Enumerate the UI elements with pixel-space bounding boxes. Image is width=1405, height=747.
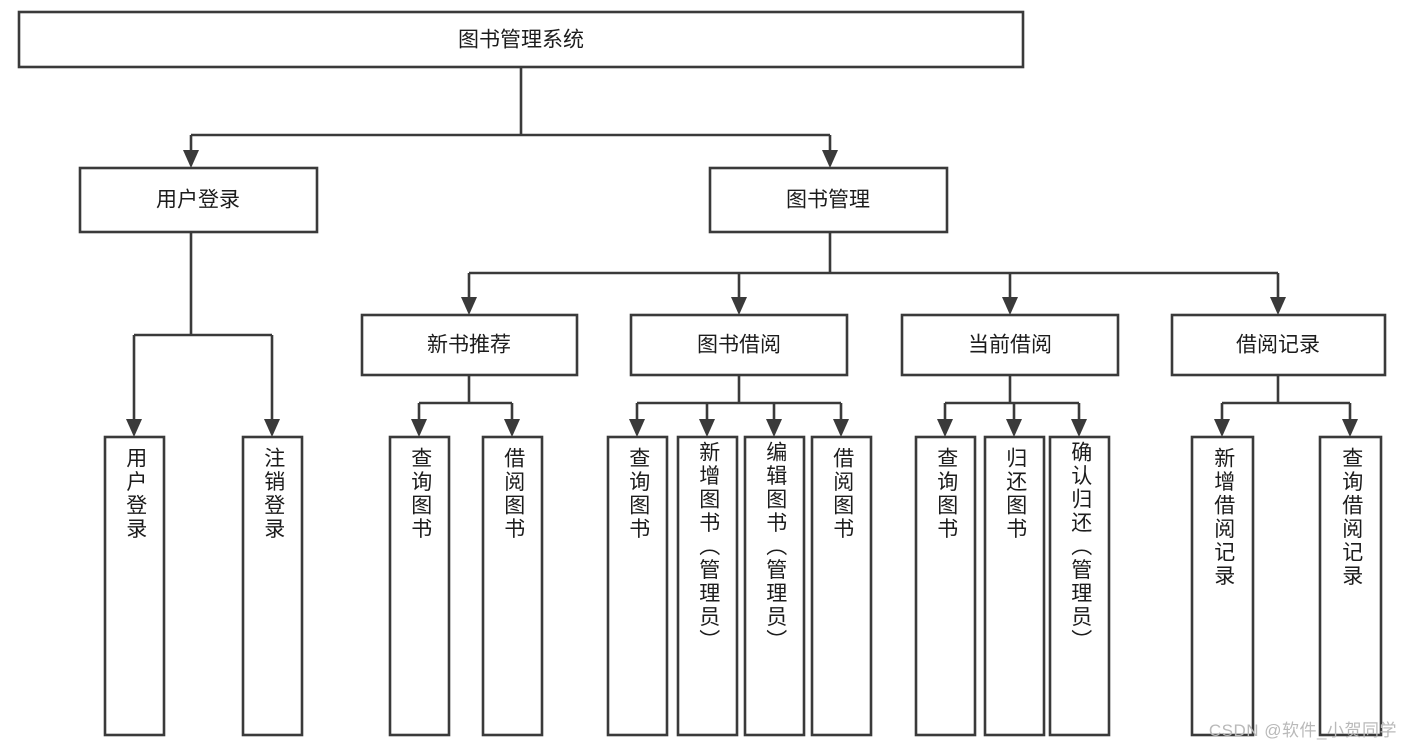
node-new-book-recommend[interactable]: 新书推荐 <box>360 313 579 377</box>
node-book-borrow-label: 图书借阅 <box>697 334 781 357</box>
arrowhead-current-confirm <box>1071 419 1087 437</box>
node-root-box[interactable] <box>17 10 1025 69</box>
arrowhead-newbook-query <box>411 419 427 437</box>
leaf-box-recommend-query-book[interactable] <box>388 435 451 737</box>
leaf-box-record-add[interactable] <box>1190 435 1255 737</box>
leaf-box-record-query[interactable] <box>1318 435 1383 737</box>
leaf-box-user-login[interactable] <box>103 435 166 737</box>
leaf-box-borrow-add-book[interactable] <box>676 435 739 737</box>
arrowhead-borrow <box>731 297 747 315</box>
node-current-borrow[interactable]: 当前借阅 <box>900 313 1120 377</box>
arrowhead-newbook-borrow <box>504 419 520 437</box>
connector-layer <box>126 67 1358 437</box>
arrowhead-newbook <box>461 297 477 315</box>
arrowhead-current-return <box>1006 419 1022 437</box>
leaf-box-borrow-query-book[interactable] <box>606 435 669 737</box>
arrowhead-borrow-edit <box>766 419 782 437</box>
arrowhead-leaf-user-logout <box>264 419 280 437</box>
node-current-borrow-box[interactable] <box>900 313 1120 377</box>
node-book-management-box[interactable] <box>708 166 949 234</box>
leaf-box-borrow-edit-book[interactable] <box>743 435 806 737</box>
node-user-login-box[interactable] <box>78 166 319 234</box>
node-borrow-record-box[interactable] <box>1170 313 1387 377</box>
leaf-box-borrow-lend-book[interactable] <box>810 435 873 737</box>
node-book-management-label: 图书管理 <box>786 189 870 212</box>
node-new-book-recommend-label: 新书推荐 <box>427 334 511 357</box>
node-borrow-record[interactable]: 借阅记录 <box>1170 313 1387 377</box>
node-borrow-record-label: 借阅记录 <box>1236 334 1320 357</box>
arrowhead-leaf-user-login <box>126 419 142 437</box>
arrowhead-record-query <box>1342 419 1358 437</box>
csdn-watermark: CSDN @软件_小贺同学 <box>1208 721 1397 740</box>
arrowhead-current-query <box>937 419 953 437</box>
arrowhead-userlogin <box>183 150 199 168</box>
arrowhead-record <box>1270 297 1286 315</box>
leaf-box-recommend-borrow-book[interactable] <box>481 435 544 737</box>
node-root[interactable]: 图书管理系统 <box>17 10 1025 69</box>
node-user-login-label: 用户登录 <box>156 189 240 212</box>
arrowhead-record-add <box>1214 419 1230 437</box>
leaf-boxes <box>103 435 1383 737</box>
node-book-borrow[interactable]: 图书借阅 <box>629 313 849 377</box>
node-book-borrow-box[interactable] <box>629 313 849 377</box>
arrowhead-current <box>1002 297 1018 315</box>
arrowhead-bookmgmt <box>822 150 838 168</box>
arrowhead-borrow-add <box>699 419 715 437</box>
leaf-box-current-confirm-return[interactable] <box>1048 435 1111 737</box>
leaf-box-current-return-book[interactable] <box>983 435 1046 737</box>
leaf-box-current-query-book[interactable] <box>914 435 977 737</box>
node-book-management[interactable]: 图书管理 <box>708 166 949 234</box>
leaf-box-user-logout[interactable] <box>241 435 304 737</box>
node-new-book-recommend-box[interactable] <box>360 313 579 377</box>
arrowhead-borrow-query <box>629 419 645 437</box>
node-current-borrow-label: 当前借阅 <box>968 334 1052 357</box>
arrowhead-borrow-lend <box>833 419 849 437</box>
node-user-login[interactable]: 用户登录 <box>78 166 319 234</box>
node-root-label: 图书管理系统 <box>458 29 584 52</box>
